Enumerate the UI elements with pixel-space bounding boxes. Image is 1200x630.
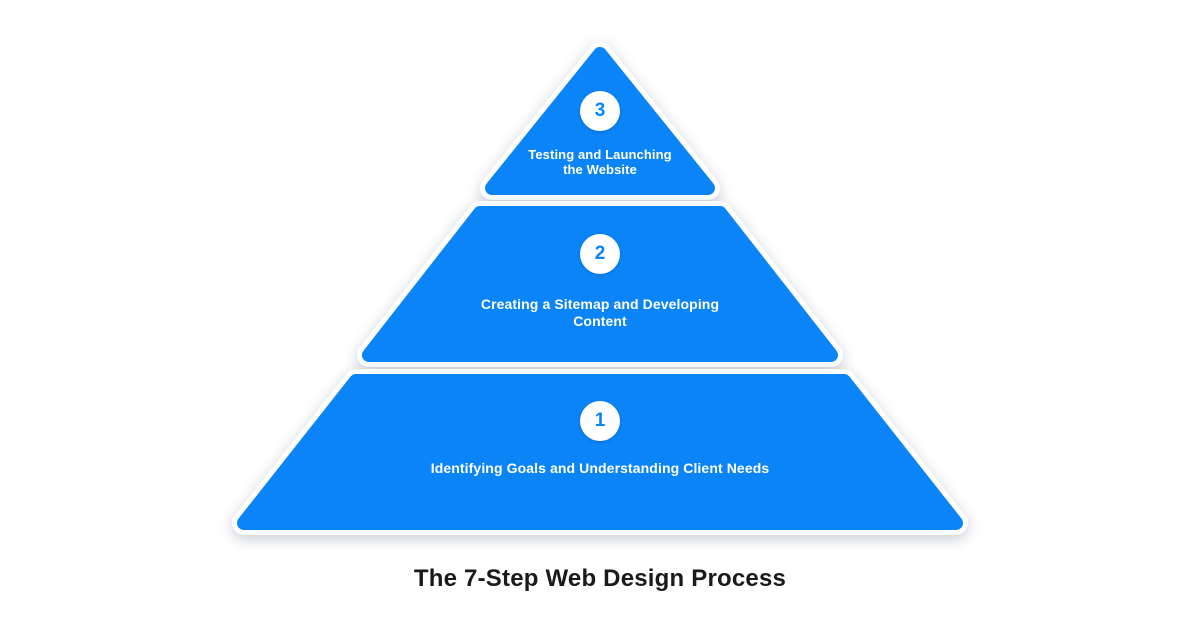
tier-3-triangle: [480, 42, 720, 200]
tier-1-trapezoid: [232, 369, 968, 535]
page-title: The 7-Step Web Design Process: [413, 565, 787, 592]
tier-2-trapezoid: [357, 201, 843, 367]
